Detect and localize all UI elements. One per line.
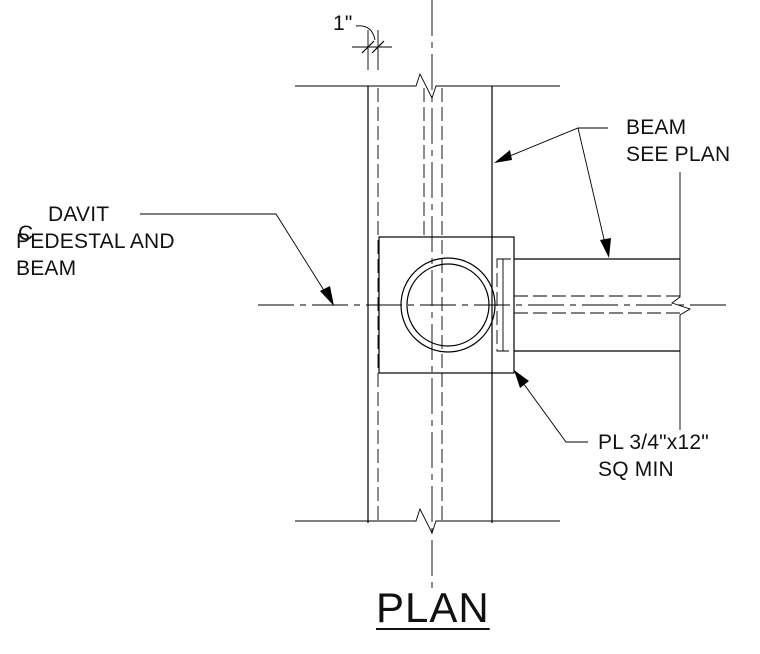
davit-label-line-2: PEDESTAL AND <box>16 230 175 253</box>
davit-label-line-1: DAVIT <box>48 203 110 226</box>
dimension-tick-right <box>371 40 385 54</box>
centerline-symbol: C <box>18 222 34 245</box>
drawing-title: PLAN <box>376 584 490 631</box>
beam-leader-bottom <box>577 127 608 253</box>
top-break-line <box>295 72 560 100</box>
davit-leader <box>140 213 331 301</box>
plate-leader-arrowhead <box>514 370 529 388</box>
beam-label-line-2: SEE PLAN <box>626 143 731 166</box>
beam-leader-arrowhead-bottom <box>600 238 611 258</box>
plate-leader <box>517 375 588 443</box>
dimension-tick-left <box>361 40 375 54</box>
beam-leader-top <box>499 127 608 161</box>
dimension-leader <box>355 25 376 41</box>
beam-label-line-1: BEAM <box>626 116 687 139</box>
beam-leader-arrowhead-top <box>494 150 512 163</box>
beam-break-line <box>671 172 692 430</box>
dimension-label: 1" <box>333 12 353 35</box>
plate-label-line-2: SQ MIN <box>598 458 674 481</box>
bottom-break-line <box>295 507 560 535</box>
davit-label-line-3: BEAM <box>16 257 77 280</box>
davit-leader-arrowhead <box>320 286 334 306</box>
plate-label-line-1: PL 3/4"x12" <box>598 431 709 454</box>
